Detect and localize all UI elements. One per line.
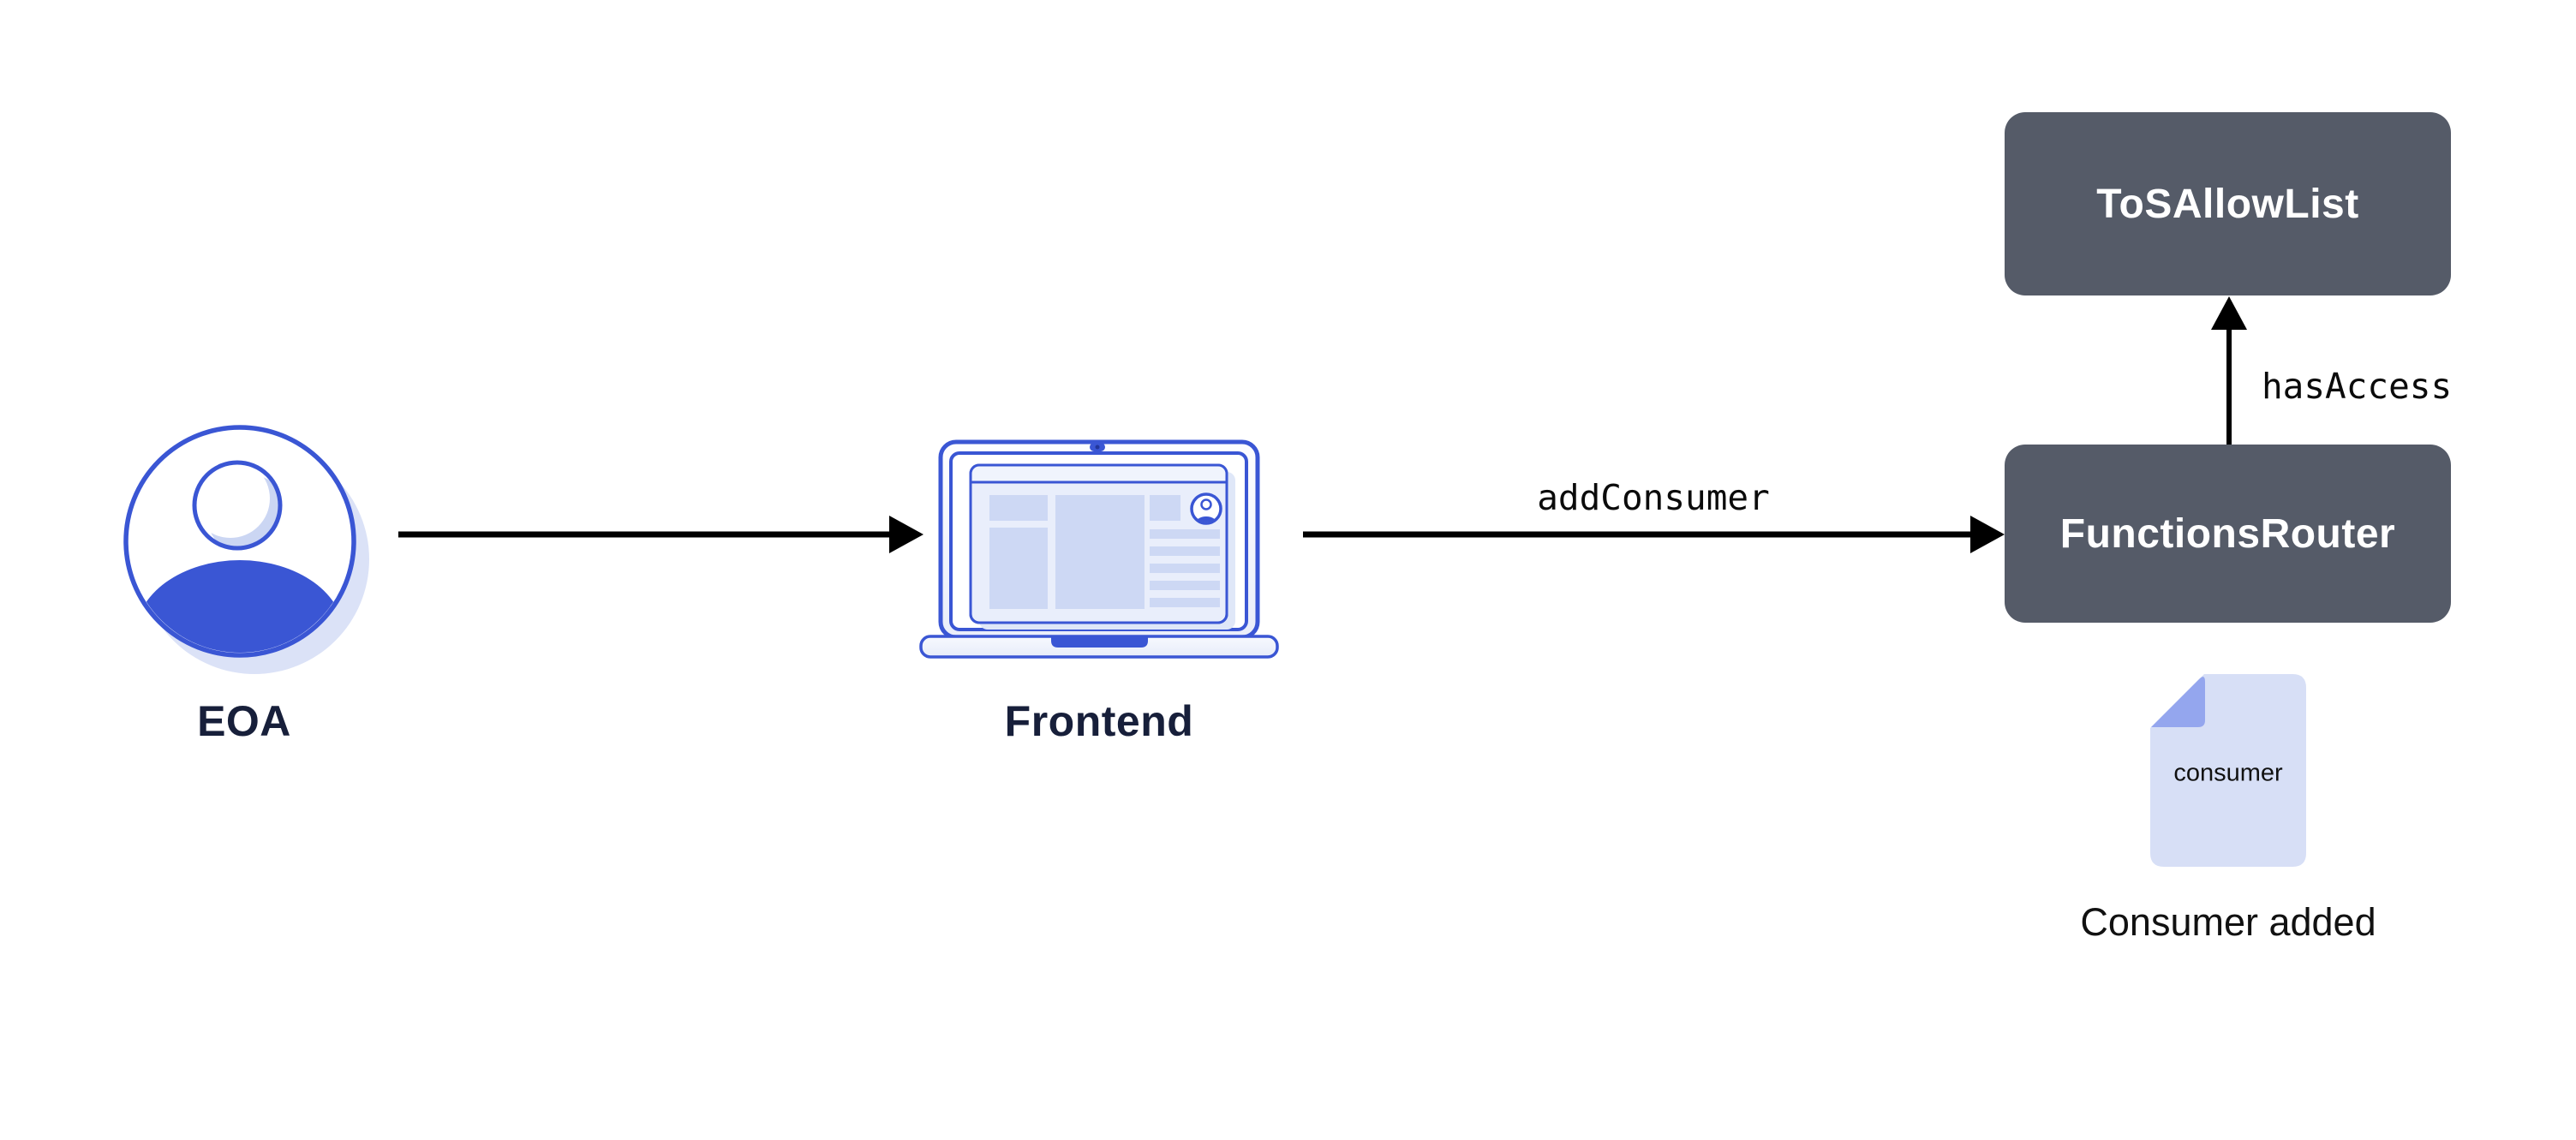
- caption-consumer-added: Consumer added: [2080, 900, 2376, 944]
- avatar-shoulders: [135, 560, 344, 653]
- laptop-base-notch: [1051, 637, 1148, 648]
- box-tosallowlist-label: ToSAllowList: [2096, 181, 2359, 227]
- eoa-avatar-icon: [123, 425, 369, 674]
- laptop-webcam-dot: [1095, 445, 1100, 450]
- browser-window-outline: [969, 463, 1228, 624]
- avatar-head-highlight: [196, 464, 270, 538]
- avatar-head-ring: [192, 460, 283, 551]
- edge-label-addconsumer: addConsumer: [1537, 477, 1770, 518]
- box-tosallowlist: ToSAllowList: [2005, 112, 2451, 295]
- node-label-frontend: Frontend: [1004, 697, 1194, 745]
- box-functionsrouter: FunctionsRouter: [2005, 445, 2451, 623]
- browser-header-bar: [971, 465, 1227, 482]
- document-text: consumer: [2173, 759, 2283, 787]
- document-icon: [2150, 674, 2306, 867]
- edge-label-hasaccess: hasAccess: [2262, 366, 2453, 407]
- box-functionsrouter-label: FunctionsRouter: [2059, 510, 2396, 557]
- laptop-icon: [919, 439, 1279, 659]
- arrow-eoa-to-frontend: [398, 516, 923, 553]
- arrow-functionsrouter-to-tosallowlist: [2211, 296, 2247, 445]
- browser-user-badge-icon: [1190, 492, 1222, 525]
- document-fold-corner: [2151, 677, 2205, 727]
- browser-content-placeholders: [989, 495, 1220, 609]
- arrow-frontend-to-functionsrouter: [1303, 516, 2005, 553]
- node-label-eoa: EOA: [197, 697, 291, 745]
